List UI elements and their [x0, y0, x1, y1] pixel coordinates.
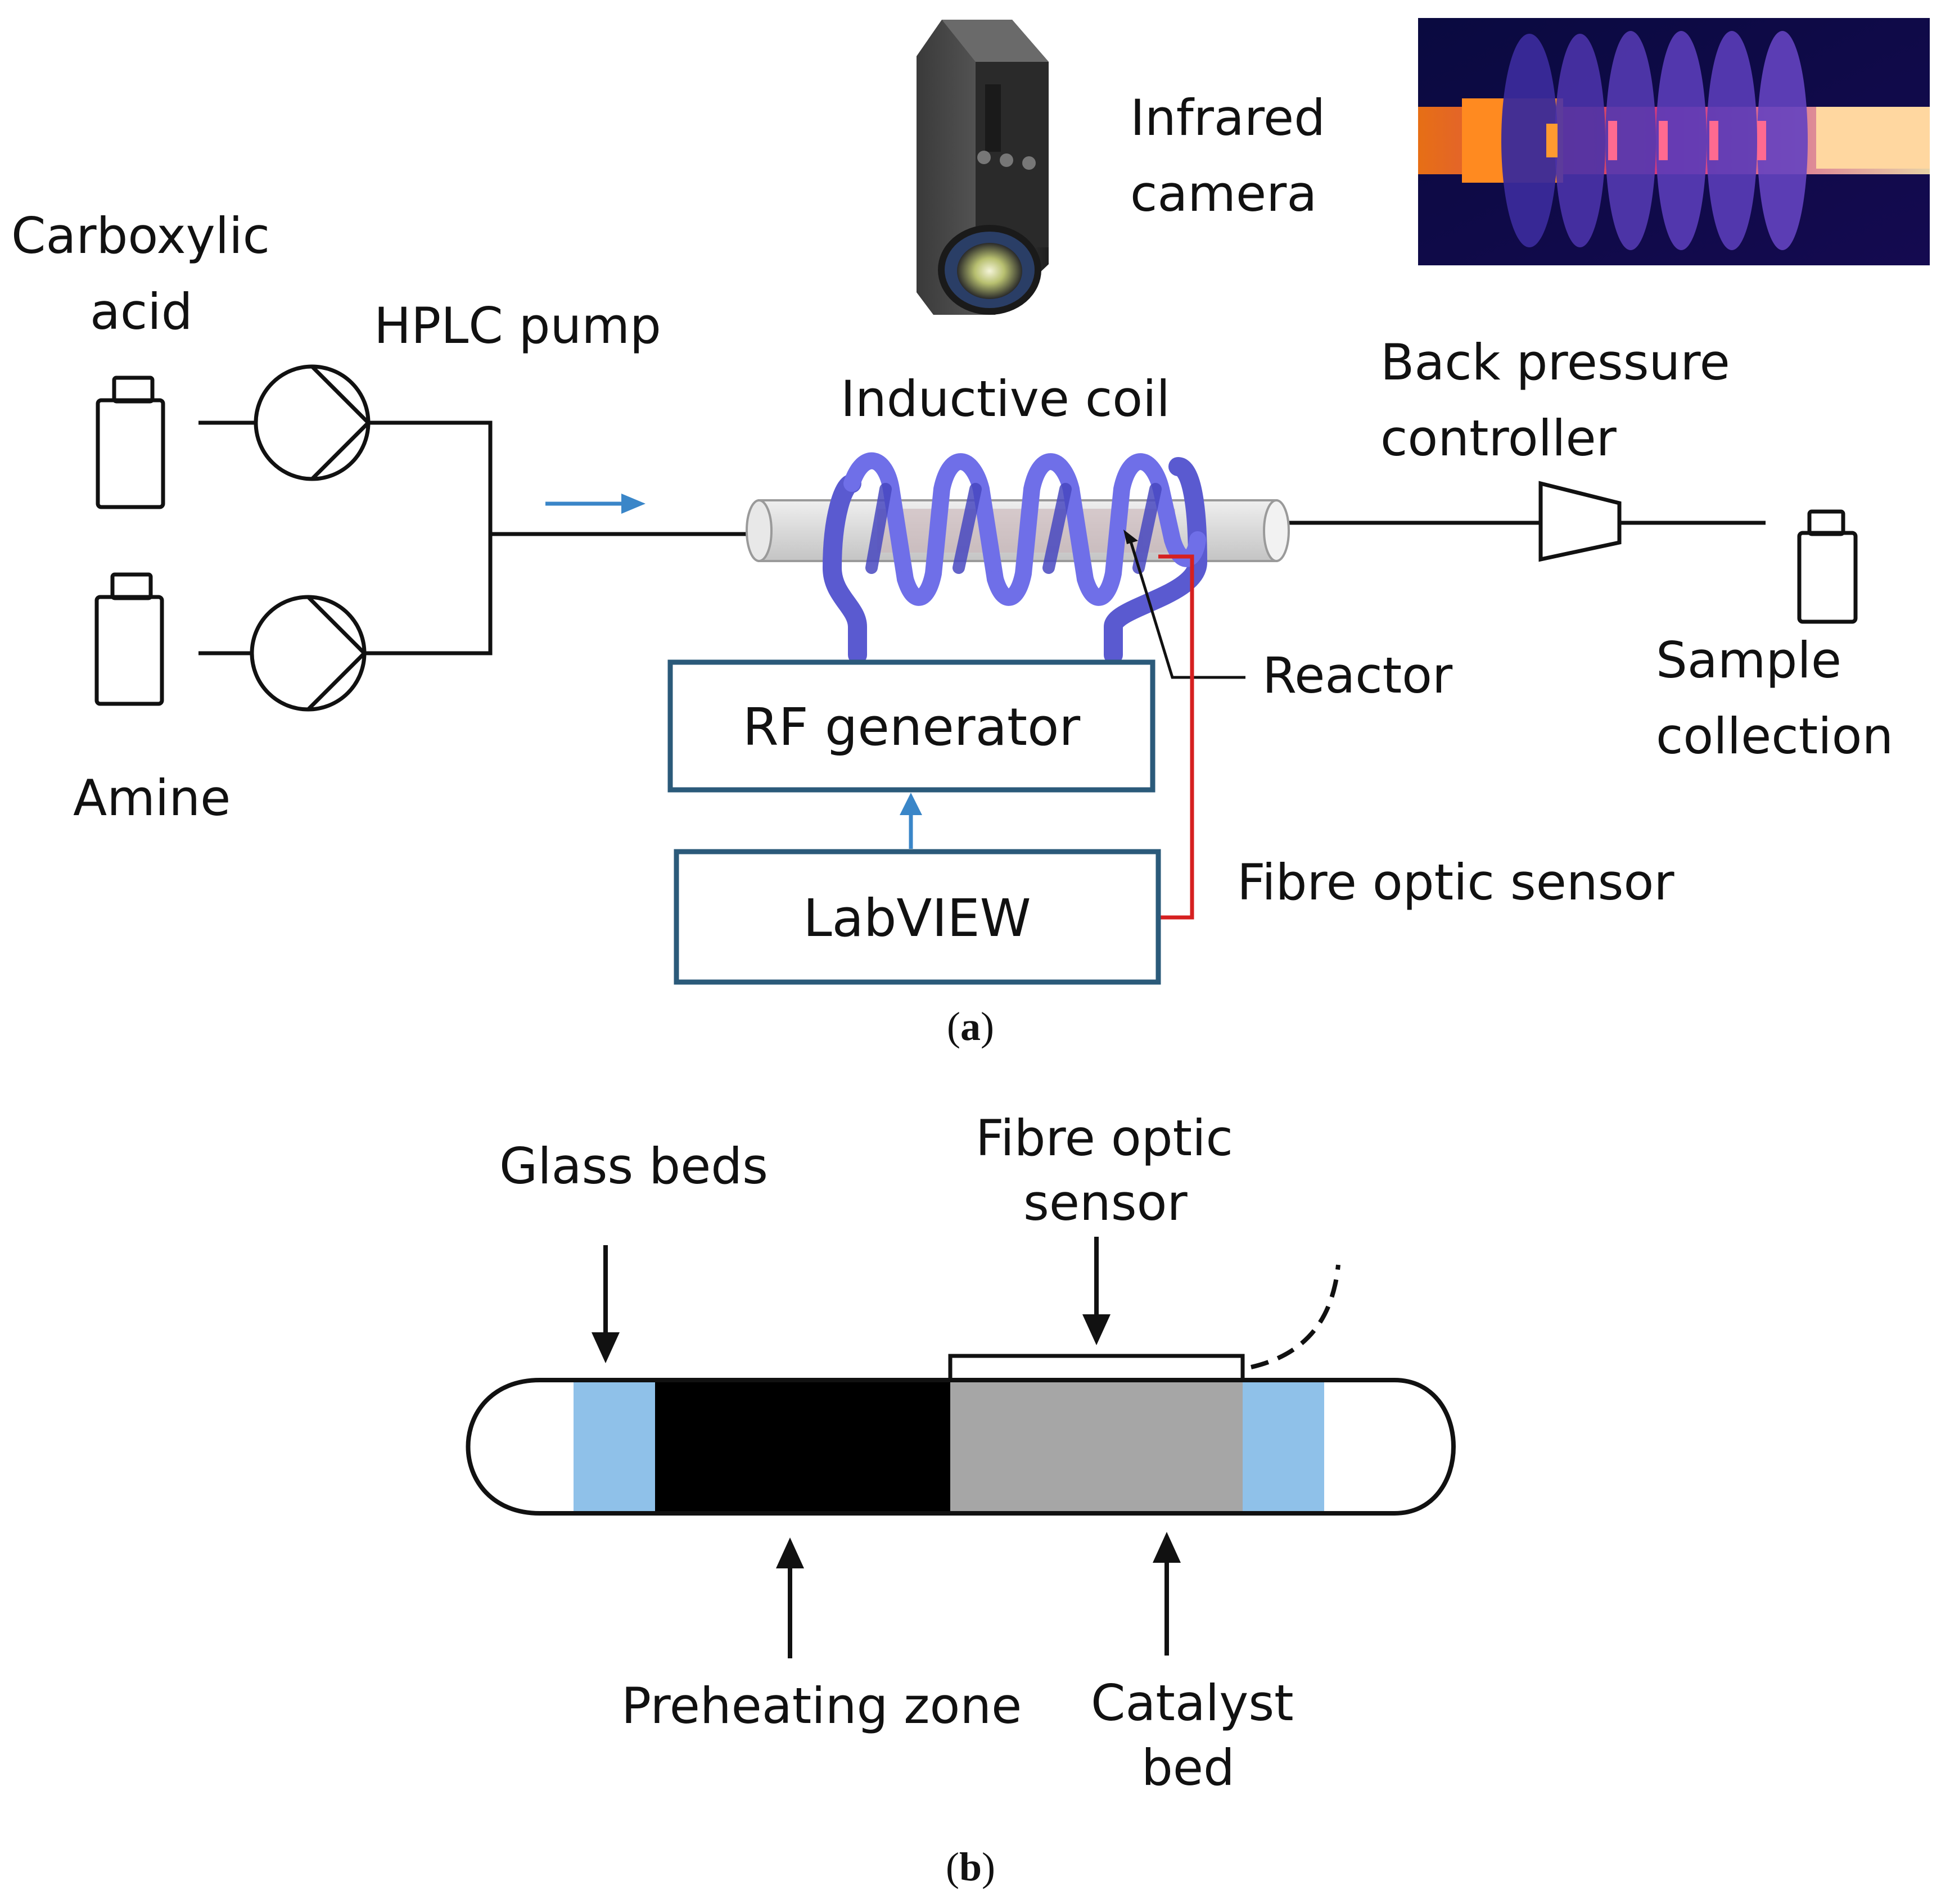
- amine-bottle-icon: [94, 572, 164, 706]
- fibre-optic-line: [1158, 554, 1194, 920]
- back-pressure-label-line1: Back pressure: [1380, 333, 1730, 391]
- preheating-zone: [655, 1380, 950, 1513]
- thermal-image: [1418, 18, 1930, 265]
- sample-collection-label-line1: Sample: [1656, 631, 1841, 689]
- labview-box: LabVIEW: [674, 849, 1161, 985]
- fibre-lead-dashed: [1251, 1264, 1340, 1369]
- preheating-zone-label: Preheating zone: [621, 1677, 1022, 1735]
- fibre-optic-label-line2: sensor: [1023, 1174, 1188, 1232]
- fibre-sensor-sheath: [948, 1354, 1245, 1383]
- rf-generator-box: RF generator: [667, 659, 1155, 793]
- catalyst-bed-label-line2: bed: [1141, 1739, 1235, 1797]
- amine-label: Amine: [73, 769, 231, 827]
- rf-generator-label: RF generator: [743, 697, 1081, 757]
- carboxylic-acid-label-line2: acid: [90, 283, 193, 341]
- reactor-schematic: [466, 1378, 1456, 1516]
- reactor-pointer: [1123, 530, 1245, 679]
- catalyst-bed-arrow-icon: [1153, 1532, 1181, 1656]
- inductive-coil-icon: [822, 452, 1208, 664]
- hplc-pump-label: HPLC pump: [374, 297, 661, 355]
- infrared-camera-icon: [917, 20, 1049, 315]
- hplc-pump-top-icon: [254, 364, 371, 481]
- sample-collection-bottle-icon: [1797, 509, 1858, 624]
- glass-beds-arrow-icon: [592, 1245, 620, 1363]
- caption-b: (b): [946, 1844, 995, 1889]
- reactor-label: Reactor: [1262, 646, 1453, 704]
- carboxylic-acid-bottle-icon: [96, 376, 165, 509]
- back-pressure-label-line2: controller: [1380, 409, 1617, 467]
- camera-label-line2: camera: [1130, 165, 1317, 223]
- preheating-zone-arrow-icon: [776, 1537, 804, 1658]
- fibre-optic-label-line1: Fibre optic: [976, 1109, 1233, 1167]
- labview-label: LabVIEW: [803, 888, 1031, 948]
- fibre-optic-sensor-label: Fibre optic sensor: [1237, 853, 1674, 911]
- glass-beds-label: Glass beds: [499, 1137, 768, 1195]
- control-signal-arrow-icon: [900, 793, 922, 849]
- carboxylic-acid-label-line1: Carboxylic: [11, 207, 270, 265]
- fibre-sensor-arrow-icon: [1082, 1237, 1111, 1345]
- glass-bed-left: [574, 1380, 655, 1513]
- catalyst-bed-label-line1: Catalyst: [1091, 1674, 1294, 1732]
- hplc-pump-bottom-icon: [250, 595, 367, 712]
- caption-a: (a): [947, 1004, 994, 1049]
- back-pressure-controller-icon: [1538, 481, 1622, 562]
- flow-direction-arrow-icon: [545, 494, 646, 514]
- glass-bed-right: [1243, 1380, 1324, 1513]
- feed-tubing: [198, 420, 1766, 655]
- camera-label-line1: Infrared: [1130, 89, 1325, 147]
- catalyst-bed: [950, 1380, 1243, 1513]
- sample-collection-label-line2: collection: [1656, 707, 1893, 765]
- inductive-coil-label: Inductive coil: [841, 370, 1170, 428]
